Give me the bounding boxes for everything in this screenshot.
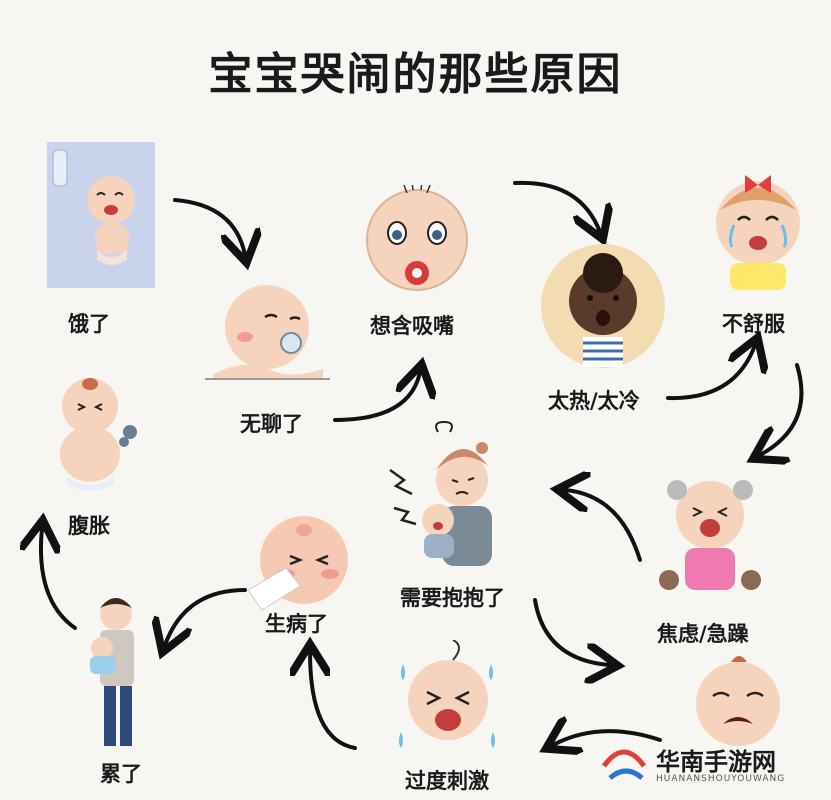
label-hungry: 饿了 xyxy=(68,312,110,336)
label-tired: 累了 xyxy=(100,762,142,786)
arrow-tired-to-bloated xyxy=(41,528,77,630)
arrow-bored-to-suck xyxy=(333,372,420,422)
arrow-overstim-to-sick xyxy=(310,652,357,750)
watermark-url: HUANANSHOUYOUWANG xyxy=(656,774,786,784)
arrow-stim-to-overstim xyxy=(553,731,662,745)
label-bored: 无聊了 xyxy=(240,412,303,436)
hold-illustration xyxy=(380,420,500,570)
arrow-anxious-to-hold xyxy=(565,490,642,562)
bored-illustration xyxy=(205,275,330,390)
label-sick: 生病了 xyxy=(265,612,328,636)
arrow-uncomfortable-to-anxious xyxy=(760,363,804,455)
label-anxious: 焦虑/急躁 xyxy=(657,622,749,646)
label-temp: 太热/太冷 xyxy=(548,389,640,413)
arrow-hungry-to-bored xyxy=(173,198,245,255)
crying-baby-illustration xyxy=(683,652,793,747)
tired-illustration xyxy=(80,590,160,755)
label-uncomfortable: 不舒服 xyxy=(722,312,785,336)
arrow-suck-to-temp xyxy=(513,180,600,232)
arrow-temp-to-uncomfortable xyxy=(666,345,755,401)
temp-illustration xyxy=(540,243,666,369)
arrow-hold-to-stim xyxy=(533,598,610,665)
uncomfortable-illustration xyxy=(700,165,815,290)
page-title: 宝宝哭闹的那些原因 xyxy=(208,49,623,100)
suck-illustration xyxy=(355,181,480,295)
label-overstim: 过度刺激 xyxy=(405,769,489,793)
arrow-sick-to-tired xyxy=(165,588,247,645)
overstim-illustration xyxy=(393,639,503,750)
label-hold: 需要抱抱了 xyxy=(400,586,505,610)
hungry-illustration xyxy=(45,140,157,290)
bloated-illustration xyxy=(48,372,143,497)
sick-illustration xyxy=(238,512,358,612)
label-suck: 想含吸嘴 xyxy=(370,314,454,338)
anxious-illustration xyxy=(655,470,765,600)
watermark-name: 华南手游网 xyxy=(656,748,776,776)
label-bloated: 腹胀 xyxy=(68,514,110,538)
watermark: 华南手游网 HUANANSHOUYOUWANG xyxy=(598,732,828,798)
